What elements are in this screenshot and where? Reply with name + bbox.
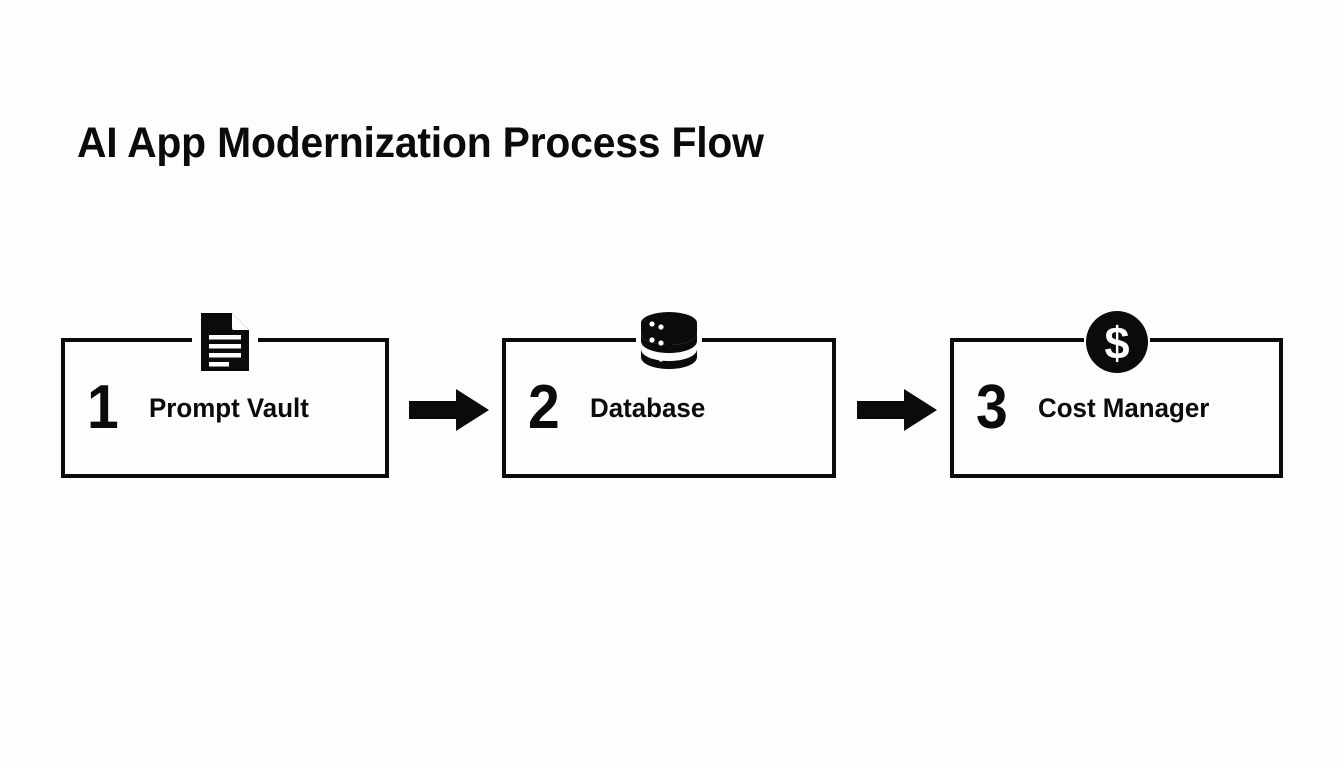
step-number-2: 2 [528,373,560,442]
dollar-circle-icon: $ [1083,309,1150,375]
step-number-3: 3 [976,373,1008,442]
arrow-right-icon [857,388,937,432]
step-card-2-content: 2 Database [506,342,832,474]
step-card-1-content: 1 Prompt Vault [65,342,385,474]
step-card-2[interactable]: 2 Database [502,309,836,478]
step-label-1: Prompt Vault [149,392,310,423]
document-icon [192,309,258,375]
step-card-1[interactable]: 1 Prompt Vault [61,309,389,478]
page-title: AI App Modernization Process Flow [77,119,764,167]
step-card-3-content: 3 Cost Manager [954,342,1279,474]
step-number-1: 1 [87,373,119,442]
database-icon [636,309,702,375]
arrow-right-icon [409,388,489,432]
step-label-2: Database [590,392,706,423]
step-card-3[interactable]: 3 Cost Manager $ [950,309,1283,478]
step-label-3: Cost Manager [1038,392,1210,423]
svg-text:$: $ [1104,318,1129,369]
